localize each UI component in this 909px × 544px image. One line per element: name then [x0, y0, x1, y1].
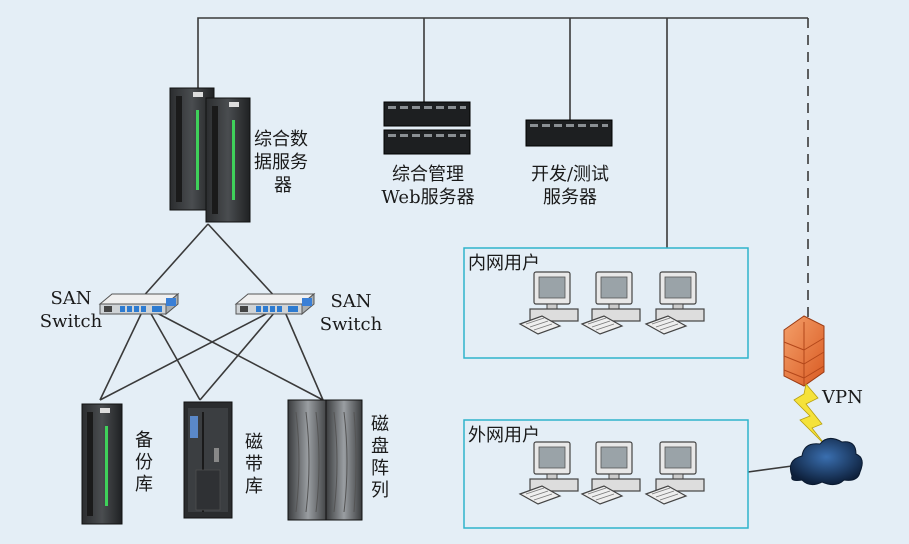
rack-server-icon: [169, 87, 251, 223]
label-line: 据服务: [254, 152, 308, 173]
tape-library-label: 磁带库: [244, 432, 264, 498]
extranet-users-label: 外网用户: [468, 425, 540, 446]
link-server-san-right: [207, 223, 279, 301]
label-line: 综合管理: [392, 164, 464, 185]
desktop-computer-icon: [519, 271, 579, 335]
intranet-users-label: 内网用户: [468, 253, 540, 274]
label-line: 器: [274, 175, 292, 196]
label-char: 带: [245, 454, 263, 475]
link-san-right-disk: [284, 311, 324, 401]
link-san-right-backup: [99, 311, 271, 401]
label-char: 盘: [371, 436, 389, 457]
extranet-users-box: [463, 419, 749, 529]
label-char: 库: [245, 476, 263, 497]
desktop-computer-icon: [581, 441, 641, 505]
network-switch-icon: [235, 293, 315, 315]
label-line: Switch: [319, 314, 383, 335]
link-san-left-backup: [99, 311, 143, 401]
vpn-label: VPN: [822, 387, 863, 408]
label-line: SAN: [50, 288, 92, 309]
label-char: 备: [135, 430, 153, 451]
tape-library-icon: [183, 401, 233, 519]
disk-array-icon: [287, 399, 363, 521]
link-server-san-left: [139, 223, 209, 301]
link-san-left-disk: [154, 311, 324, 401]
label-line: 服务器: [543, 187, 597, 208]
san-switch-left-label: SAN Switch: [38, 287, 104, 333]
label-char: 列: [371, 480, 389, 501]
blade-server-icon: [525, 119, 613, 147]
top-bus-line: [197, 17, 808, 92]
mgmt-web-server-label: 综合管理 Web服务器: [372, 163, 484, 209]
label-char: 阵: [371, 458, 389, 479]
link-cloud-extranet: [747, 465, 793, 473]
desktop-computer-icon: [645, 441, 705, 505]
intranet-users-box: [463, 247, 749, 359]
label-line: Switch: [39, 311, 103, 332]
cloud-icon: [789, 438, 863, 486]
rack-server-icon: [81, 403, 123, 525]
label-char: 磁: [371, 414, 389, 435]
label-char: 库: [135, 474, 153, 495]
link-san-left-tape: [149, 311, 201, 401]
backup-library-label: 备份库: [134, 430, 154, 496]
label-line: Web服务器: [381, 187, 475, 208]
label-line: 综合数: [254, 129, 308, 150]
network-switch-icon: [99, 293, 179, 315]
connection-lines: [99, 17, 809, 473]
firewall-icon: [783, 315, 825, 387]
disk-array-label: 磁盘阵列: [370, 414, 390, 502]
label-line: SAN: [330, 291, 372, 312]
integrated-data-server-label: 综合数 据服务 器: [254, 128, 308, 197]
blade-server-icon: [383, 101, 471, 155]
label-line: 开发/测试: [530, 164, 610, 185]
dev-test-server-label: 开发/测试 服务器: [520, 163, 620, 209]
desktop-computer-icon: [645, 271, 705, 335]
san-switch-right-label: SAN Switch: [318, 290, 384, 336]
desktop-computer-icon: [519, 441, 579, 505]
desktop-computer-icon: [581, 271, 641, 335]
link-san-right-tape: [199, 311, 276, 401]
label-char: 份: [135, 452, 153, 473]
label-char: 磁: [245, 432, 263, 453]
